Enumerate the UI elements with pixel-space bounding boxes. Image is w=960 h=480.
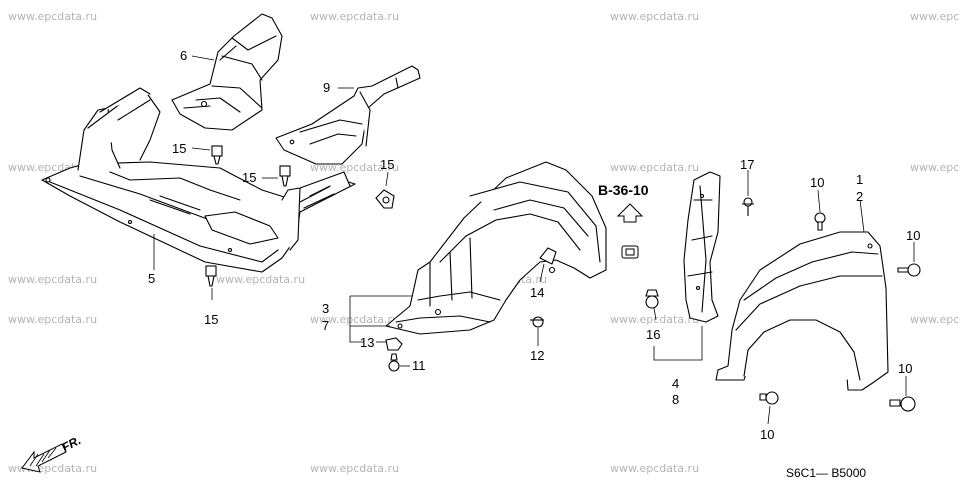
grommet-symbol xyxy=(621,245,639,259)
callout-10d: 10 xyxy=(760,427,775,442)
callout-9: 9 xyxy=(323,80,331,95)
screw-12 xyxy=(530,316,544,328)
watermark: www.epcdata.ru xyxy=(610,313,700,326)
callout-15c: 15 xyxy=(380,157,395,172)
screw-15-c xyxy=(375,189,395,209)
watermark: www.epcdata.ru xyxy=(8,10,98,23)
watermark: www.epc xyxy=(910,10,960,23)
callout-10c: 10 xyxy=(898,361,913,376)
bolt-10-a xyxy=(814,212,826,231)
clip-17 xyxy=(742,197,754,216)
callout-10a: 10 xyxy=(810,175,825,190)
callout-12: 12 xyxy=(530,348,545,363)
bolt-10-b xyxy=(897,263,921,277)
section-reference[interactable]: B-36-10 xyxy=(598,182,649,198)
screw-15-d xyxy=(205,265,217,287)
watermark: www.epc xyxy=(910,313,960,326)
callout-14: 14 xyxy=(530,285,545,300)
callout-1: 1 xyxy=(856,172,864,187)
front-arrow-icon xyxy=(21,443,67,473)
clip-16 xyxy=(645,289,659,309)
callout-15a: 15 xyxy=(172,141,187,156)
screw-15-a xyxy=(211,145,223,165)
watermark: www.epcdata.ru xyxy=(610,10,700,23)
reference-arrow xyxy=(616,203,644,223)
callout-15b: 15 xyxy=(242,170,257,185)
front-fender-part xyxy=(715,231,889,391)
fender-liner-part xyxy=(385,161,607,335)
bolt-10-c xyxy=(759,391,779,405)
watermark: www.epcdata.ru xyxy=(610,161,700,174)
callout-11: 11 xyxy=(412,358,426,373)
watermark: www.epcdata.ru xyxy=(216,273,306,286)
clip-part xyxy=(539,247,557,265)
watermark: www.epcdata.ru xyxy=(8,273,98,286)
clip-13 xyxy=(385,337,403,351)
callout-2: 2 xyxy=(856,189,864,204)
callout-5: 5 xyxy=(148,271,156,286)
watermark: www.epcdata.ru xyxy=(310,313,400,326)
callout-15d: 15 xyxy=(204,312,219,327)
diagram-code: S6C1— B5000 xyxy=(786,466,867,480)
watermark: www.epcdata.ru xyxy=(8,313,98,326)
callout-3: 3 xyxy=(322,301,330,316)
callout-10b: 10 xyxy=(906,228,921,243)
fender-bracket-part xyxy=(683,171,721,323)
screw-15-b xyxy=(279,165,291,187)
callout-6: 6 xyxy=(180,48,188,63)
bracket-cover-part xyxy=(171,13,283,131)
callout-8: 8 xyxy=(672,392,680,407)
screw-11 xyxy=(388,353,400,372)
callout-7: 7 xyxy=(322,318,330,333)
splash-shield-part xyxy=(275,65,421,165)
watermark: www.epcdata.ru xyxy=(610,462,700,475)
watermark: www.epcdata.ru xyxy=(310,10,400,23)
callout-13: 13 xyxy=(360,335,375,350)
watermark: www.epcdata.ru xyxy=(310,462,400,475)
callout-4: 4 xyxy=(672,376,680,391)
callout-16: 16 xyxy=(646,327,661,342)
callout-17: 17 xyxy=(740,157,755,172)
bolt-10-d xyxy=(889,396,916,412)
sub-frame-part xyxy=(41,87,356,273)
watermark: www.epc xyxy=(910,161,960,174)
